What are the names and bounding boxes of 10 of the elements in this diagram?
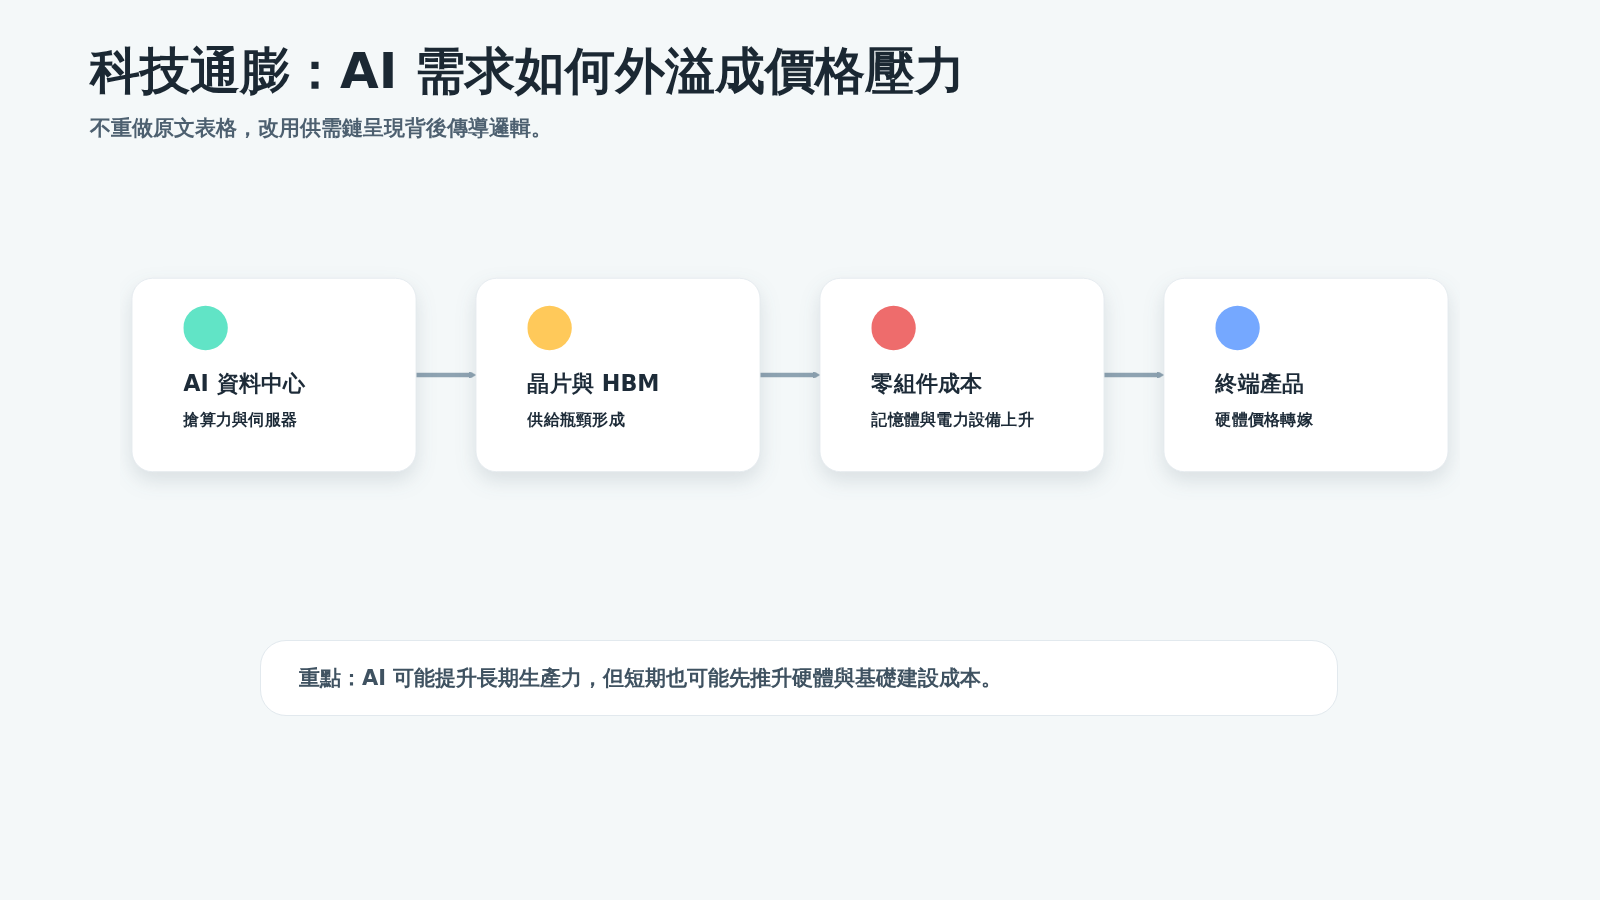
node-box: 晶片與 HBM 供給瓶頸形成 [475, 277, 761, 473]
arrow [1104, 371, 1165, 379]
arrow [416, 371, 477, 379]
arrow [760, 371, 821, 379]
node-box: AI 資料中心 搶算力與伺服器 [131, 277, 417, 473]
title: 科技通膨：AI 需求如何外溢成價格壓力 [90, 41, 965, 102]
subtitle: 不重做原文表格，改用供需鏈呈現背後傳導邏輯。 [90, 115, 552, 142]
node-box: 零組件成本 記憶體與電力設備上升 [819, 277, 1105, 473]
node-box: 終端產品 硬體價格轉嫁 [1163, 277, 1449, 473]
key-point-note: 重點：AI 可能提升長期生產力，但短期也可能先推升硬體與基礎建設成本。 [260, 640, 1338, 716]
